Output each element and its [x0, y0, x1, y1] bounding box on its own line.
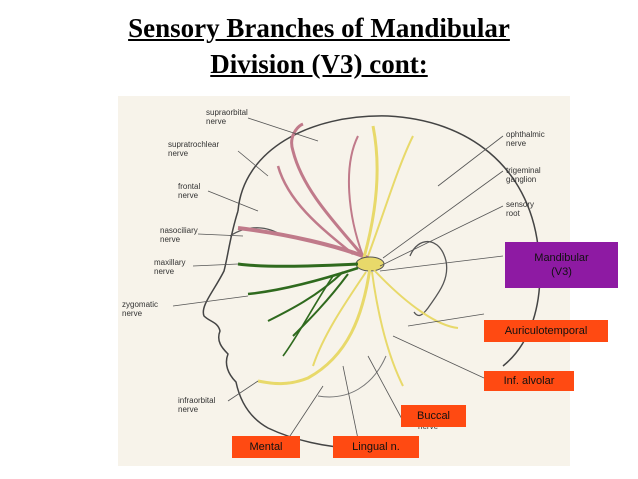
- label-nasociliary: nasociliary nerve: [160, 226, 198, 244]
- head-drawing: [172, 115, 541, 449]
- label-infraorbital: infraorbital nerve: [178, 396, 216, 414]
- callout-buccal: Buccal: [401, 405, 466, 427]
- nerve-illustration: supraorbital nerve supratrochlear nerve …: [118, 96, 570, 466]
- callout-mandibular-line1: Mandibular: [534, 252, 589, 264]
- label-frontal: frontal nerve: [178, 182, 201, 200]
- title-line-1: Sensory Branches of Mandibular: [128, 13, 510, 43]
- callout-mental: Mental: [232, 436, 300, 458]
- callout-mandibular-line2: (V3): [551, 266, 572, 278]
- label-supratrochlear: supratrochlear nerve: [168, 140, 220, 158]
- label-sensory-root: sensory root: [506, 200, 535, 218]
- callout-inf-alveolar: Inf. alvolar: [484, 371, 574, 391]
- callout-mandibular: Mandibular (V3): [505, 242, 618, 288]
- label-zygomatic: zygomatic nerve: [122, 300, 159, 318]
- label-maxillary: maxillary nerve: [154, 258, 186, 276]
- callout-lingual: Lingual n.: [333, 436, 419, 458]
- label-supraorbital: supraorbital nerve: [206, 108, 248, 126]
- label-trigeminal: trigeminal ganglion: [506, 166, 541, 184]
- slide-title: Sensory Branches of Mandibular Division …: [0, 10, 638, 82]
- title-line-2: Division (V3) cont:: [210, 49, 428, 79]
- callout-auriculotemporal: Auriculotemporal: [484, 320, 608, 342]
- label-ophthalmic: ophthalmic nerve: [506, 130, 545, 148]
